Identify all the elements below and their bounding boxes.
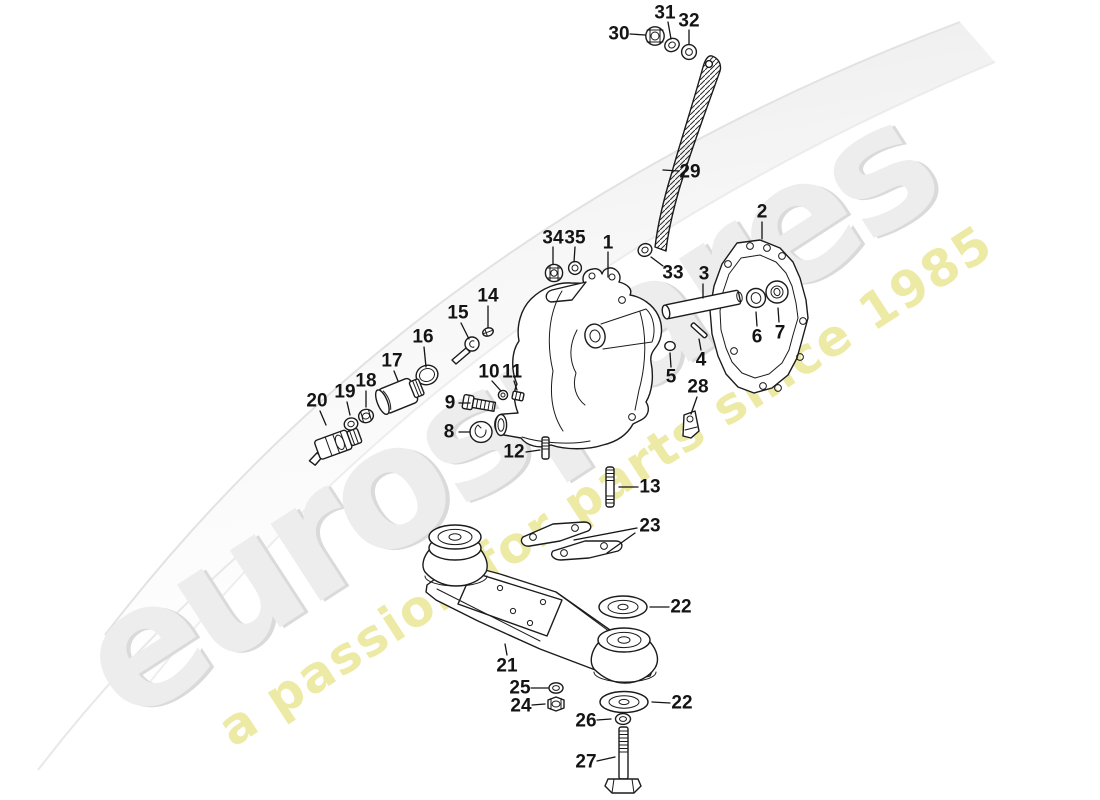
part-washer-32 [680, 43, 698, 61]
part-housing-1 [494, 267, 663, 450]
part-nut-34 [544, 263, 564, 283]
part-stud-13 [605, 466, 615, 508]
callout-label-23: 23 [639, 516, 660, 537]
callout-leader-22 [651, 701, 671, 704]
part-strap-29 [654, 55, 722, 252]
callout-leader-26 [596, 718, 612, 721]
callout-label-32: 32 [678, 11, 699, 32]
callout-leader-29 [662, 169, 680, 172]
callout-leader-24 [531, 703, 546, 706]
callout-leader-16 [423, 346, 427, 368]
callout-label-25: 25 [509, 678, 531, 699]
callout-label-19: 19 [334, 382, 355, 403]
part-mount-22-upper [598, 595, 648, 619]
callout-label-2: 2 [757, 202, 768, 223]
callout-label-22: 22 [670, 597, 691, 618]
part-pin-15 [451, 336, 480, 365]
callout-label-24: 24 [510, 696, 532, 717]
part-shaft-3 [661, 289, 743, 320]
part-washer-25 [548, 682, 564, 694]
part-washer-26 [614, 712, 632, 726]
callout-label-13: 13 [639, 477, 660, 498]
part-plates-23 [520, 521, 623, 561]
callout-leader-33 [650, 256, 664, 267]
callout-label-5: 5 [666, 367, 677, 388]
callout-leader-27 [596, 756, 616, 762]
callout-label-18: 18 [355, 371, 376, 392]
part-ring-33 [637, 242, 653, 258]
callout-leader-11 [513, 380, 518, 391]
callout-leader-4 [698, 338, 702, 351]
part-mount-cone-right [590, 627, 659, 684]
part-plug-17 [374, 377, 425, 416]
callout-label-28: 28 [687, 377, 708, 398]
callout-leader-12 [525, 449, 541, 453]
callout-leader-21 [504, 643, 508, 656]
part-nut-18 [357, 408, 375, 424]
part-bracket-28 [682, 410, 700, 439]
callout-leader-5 [669, 352, 672, 368]
part-grommet-8 [469, 420, 493, 444]
callout-leader-30 [629, 33, 646, 36]
part-mount-22-lower [599, 690, 649, 714]
callout-label-12: 12 [503, 442, 524, 463]
callout-label-21: 21 [496, 656, 518, 677]
part-bushing-5 [664, 340, 676, 352]
part-washer-31 [664, 37, 680, 53]
part-clip-14 [482, 327, 494, 337]
callout-label-4: 4 [696, 350, 707, 371]
part-bolt-27 [604, 726, 642, 794]
callout-label-14: 14 [477, 286, 499, 307]
callout-leader-23 [606, 532, 636, 554]
callout-label-7: 7 [775, 323, 786, 344]
callout-leader-35 [573, 246, 576, 263]
callout-leader-31 [667, 21, 672, 40]
callout-leader-28 [690, 396, 698, 415]
part-gasket-2 [709, 239, 809, 394]
part-stud-12 [541, 436, 550, 460]
part-oring-16 [415, 364, 439, 386]
callout-label-1: 1 [603, 233, 614, 254]
callout-leader-15 [460, 322, 470, 340]
part-pin-4 [690, 322, 708, 339]
callout-label-31: 31 [654, 3, 676, 24]
callout-label-10: 10 [478, 362, 499, 383]
callout-leader-20 [319, 410, 327, 426]
callout-label-17: 17 [381, 351, 402, 372]
callout-leader-7 [777, 307, 780, 323]
part-sleeve-11 [511, 390, 525, 402]
callout-leader-17 [393, 370, 399, 382]
callout-label-35: 35 [564, 228, 586, 249]
callout-label-20: 20 [306, 391, 327, 412]
callout-label-26: 26 [575, 711, 596, 732]
part-washer-10 [497, 389, 509, 401]
callout-label-9: 9 [445, 393, 456, 414]
callout-label-16: 16 [412, 327, 433, 348]
callout-label-30: 30 [608, 24, 629, 45]
callout-label-34: 34 [542, 228, 564, 249]
callout-leader-23 [573, 527, 638, 541]
part-nut-24 [547, 696, 565, 712]
part-switch-20 [308, 427, 363, 466]
callout-leader-6 [755, 311, 758, 327]
part-mount-left [422, 524, 488, 587]
part-nut-30 [645, 26, 665, 46]
part-seal-7 [765, 280, 789, 304]
callout-label-11: 11 [502, 362, 523, 383]
callout-label-33: 33 [662, 263, 683, 284]
callout-label-15: 15 [447, 303, 469, 324]
part-seal-6 [745, 287, 767, 309]
callout-label-27: 27 [575, 752, 596, 773]
callout-leader-19 [346, 401, 351, 416]
callout-label-3: 3 [699, 264, 710, 285]
callout-label-22: 22 [671, 693, 692, 714]
callout-label-6: 6 [752, 327, 763, 348]
callout-label-29: 29 [679, 162, 700, 183]
part-bolt-9 [461, 393, 497, 412]
callout-label-8: 8 [444, 422, 455, 443]
callout-leader-10 [491, 380, 502, 392]
part-washer-35 [567, 260, 583, 276]
